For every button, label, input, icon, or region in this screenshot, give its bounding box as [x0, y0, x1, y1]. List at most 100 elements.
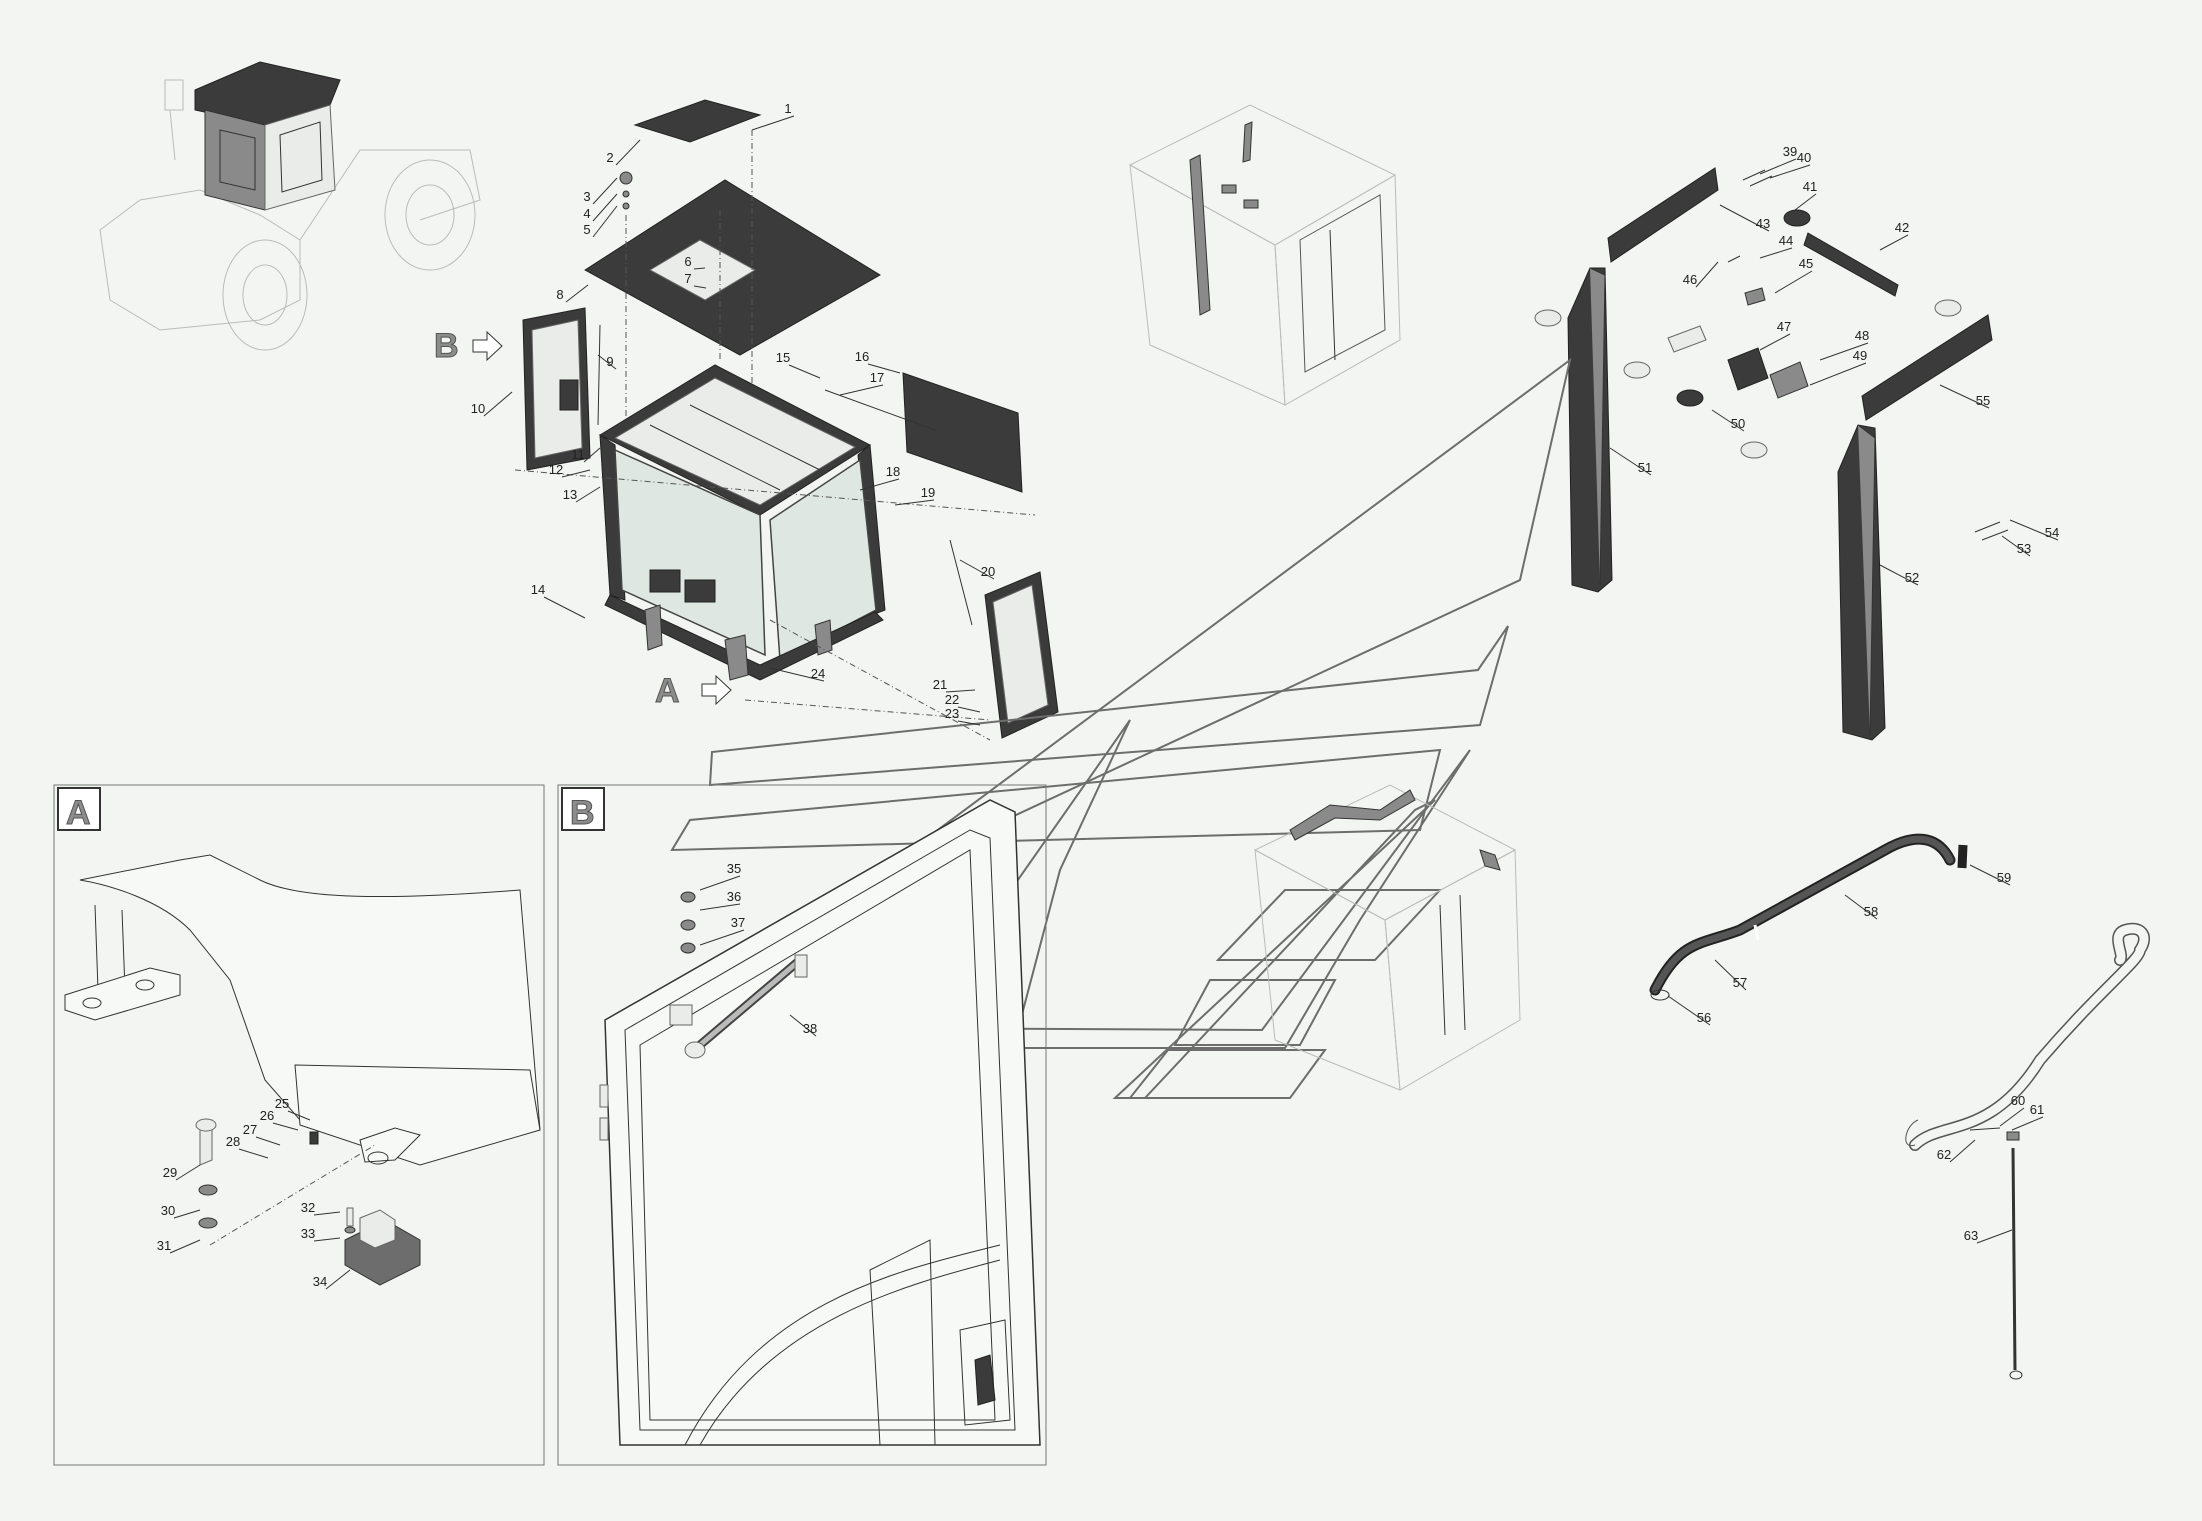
callout-10: 10 [471, 391, 513, 417]
callout-number: 44 [1779, 233, 1793, 248]
view-b-marker: B [434, 327, 459, 365]
callout-leader [839, 384, 884, 396]
callout-leader [1759, 247, 1793, 259]
callout-number: 25 [275, 1096, 289, 1111]
callout-22: 22 [945, 692, 981, 713]
callout-leader [325, 1269, 351, 1290]
callout-number: 21 [933, 677, 947, 692]
view-b-arrow [472, 330, 503, 362]
callout-leader [1774, 270, 1813, 294]
callout-leader [1609, 447, 1652, 476]
callout-27: 27 [243, 1122, 281, 1146]
callout-leader [313, 1237, 341, 1242]
callout-number: 6 [684, 254, 691, 269]
callout-leader [1999, 1107, 2025, 1127]
callout-number: 15 [776, 350, 790, 365]
callout-number: 29 [163, 1165, 177, 1180]
callout-leader [543, 596, 586, 619]
callout-leader [175, 1164, 201, 1181]
callout-2: 2 [606, 139, 641, 166]
callout-leader [597, 354, 617, 370]
callout-leader [313, 1211, 341, 1216]
callout-leader [1879, 564, 1919, 586]
trim-55 [1861, 314, 1993, 421]
callout-21: 21 [933, 677, 976, 693]
callout-44: 44 [1759, 233, 1793, 259]
view-a-arrow [701, 674, 732, 706]
callout-57: 57 [1714, 959, 1747, 991]
callout-number: 9 [606, 354, 613, 369]
callout-3: 3 [583, 177, 618, 205]
callout-leader [238, 1148, 269, 1159]
callout-leader [1939, 384, 1990, 409]
callout-leader [693, 267, 706, 270]
callout-leader [592, 193, 618, 222]
callout-leader [1759, 158, 1797, 175]
callout-leader [483, 391, 513, 417]
callout-leader [699, 903, 741, 911]
callout-number: 34 [313, 1274, 327, 1289]
callout-leader [1879, 234, 1909, 251]
callout-54: 54 [2009, 519, 2059, 541]
callout-number: 4 [583, 206, 590, 221]
callout-number: 26 [260, 1108, 274, 1123]
callout-18: 18 [859, 464, 900, 491]
callout-leader [789, 1014, 817, 1037]
view-b-frame-label: B [570, 794, 595, 832]
callout-leader [287, 1110, 311, 1121]
callout-number: 45 [1799, 256, 1813, 271]
callout-leader [575, 486, 601, 503]
callout-number: 28 [226, 1134, 240, 1149]
callout-number: 39 [1783, 144, 1797, 159]
callout-number: 10 [471, 401, 485, 416]
callout-43: 43 [1719, 204, 1770, 232]
callout-leader [1819, 342, 1869, 361]
callout-leader [867, 363, 901, 374]
callout-leader [592, 205, 618, 238]
callout-number: 55 [1976, 393, 1990, 408]
callout-number: 41 [1803, 179, 1817, 194]
callout-leader [1969, 864, 2011, 886]
callout-49: 49 [1809, 348, 1867, 386]
callout-leader [769, 667, 825, 682]
callout-number: 35 [727, 861, 741, 876]
callout-leader [1719, 204, 1770, 232]
callout-20: 20 [959, 559, 995, 580]
callout-48: 48 [1819, 328, 1869, 361]
callout-number: 56 [1697, 1010, 1711, 1025]
callout-41: 41 [1794, 179, 1817, 211]
callout-25: 25 [275, 1096, 311, 1121]
callout-26: 26 [260, 1108, 299, 1131]
callout-number: 40 [1797, 150, 1811, 165]
callout-leader [894, 499, 935, 506]
callout-leader [1695, 261, 1719, 288]
callout-number: 31 [157, 1238, 171, 1253]
callout-number: 60 [2011, 1093, 2025, 1108]
callout-number: 13 [563, 487, 577, 502]
callout-number: 18 [886, 464, 900, 479]
callout-number: 27 [243, 1122, 257, 1137]
callout-11: 11 [571, 447, 601, 463]
callout-leader [272, 1122, 299, 1131]
callout-leader [1769, 164, 1811, 179]
callout-31: 31 [157, 1238, 201, 1254]
callout-leader [1976, 1229, 2013, 1244]
callout-55: 55 [1939, 384, 1990, 409]
callout-17: 17 [839, 370, 884, 396]
callout-56: 56 [1667, 995, 1711, 1026]
callout-63: 63 [1964, 1228, 2013, 1244]
callout-leader [751, 115, 795, 131]
callout-42: 42 [1879, 220, 1909, 251]
callout-38: 38 [789, 1014, 817, 1037]
callout-leader [959, 559, 995, 580]
callout-number: 49 [1853, 348, 1867, 363]
callout-number: 12 [549, 462, 563, 477]
callout-leader [957, 706, 981, 713]
trim-42 [1803, 232, 1899, 297]
callout-number: 17 [870, 370, 884, 385]
cab-assembled-rear [1128, 104, 1401, 406]
callout-number: 19 [921, 485, 935, 500]
callout-number: 38 [803, 1021, 817, 1036]
